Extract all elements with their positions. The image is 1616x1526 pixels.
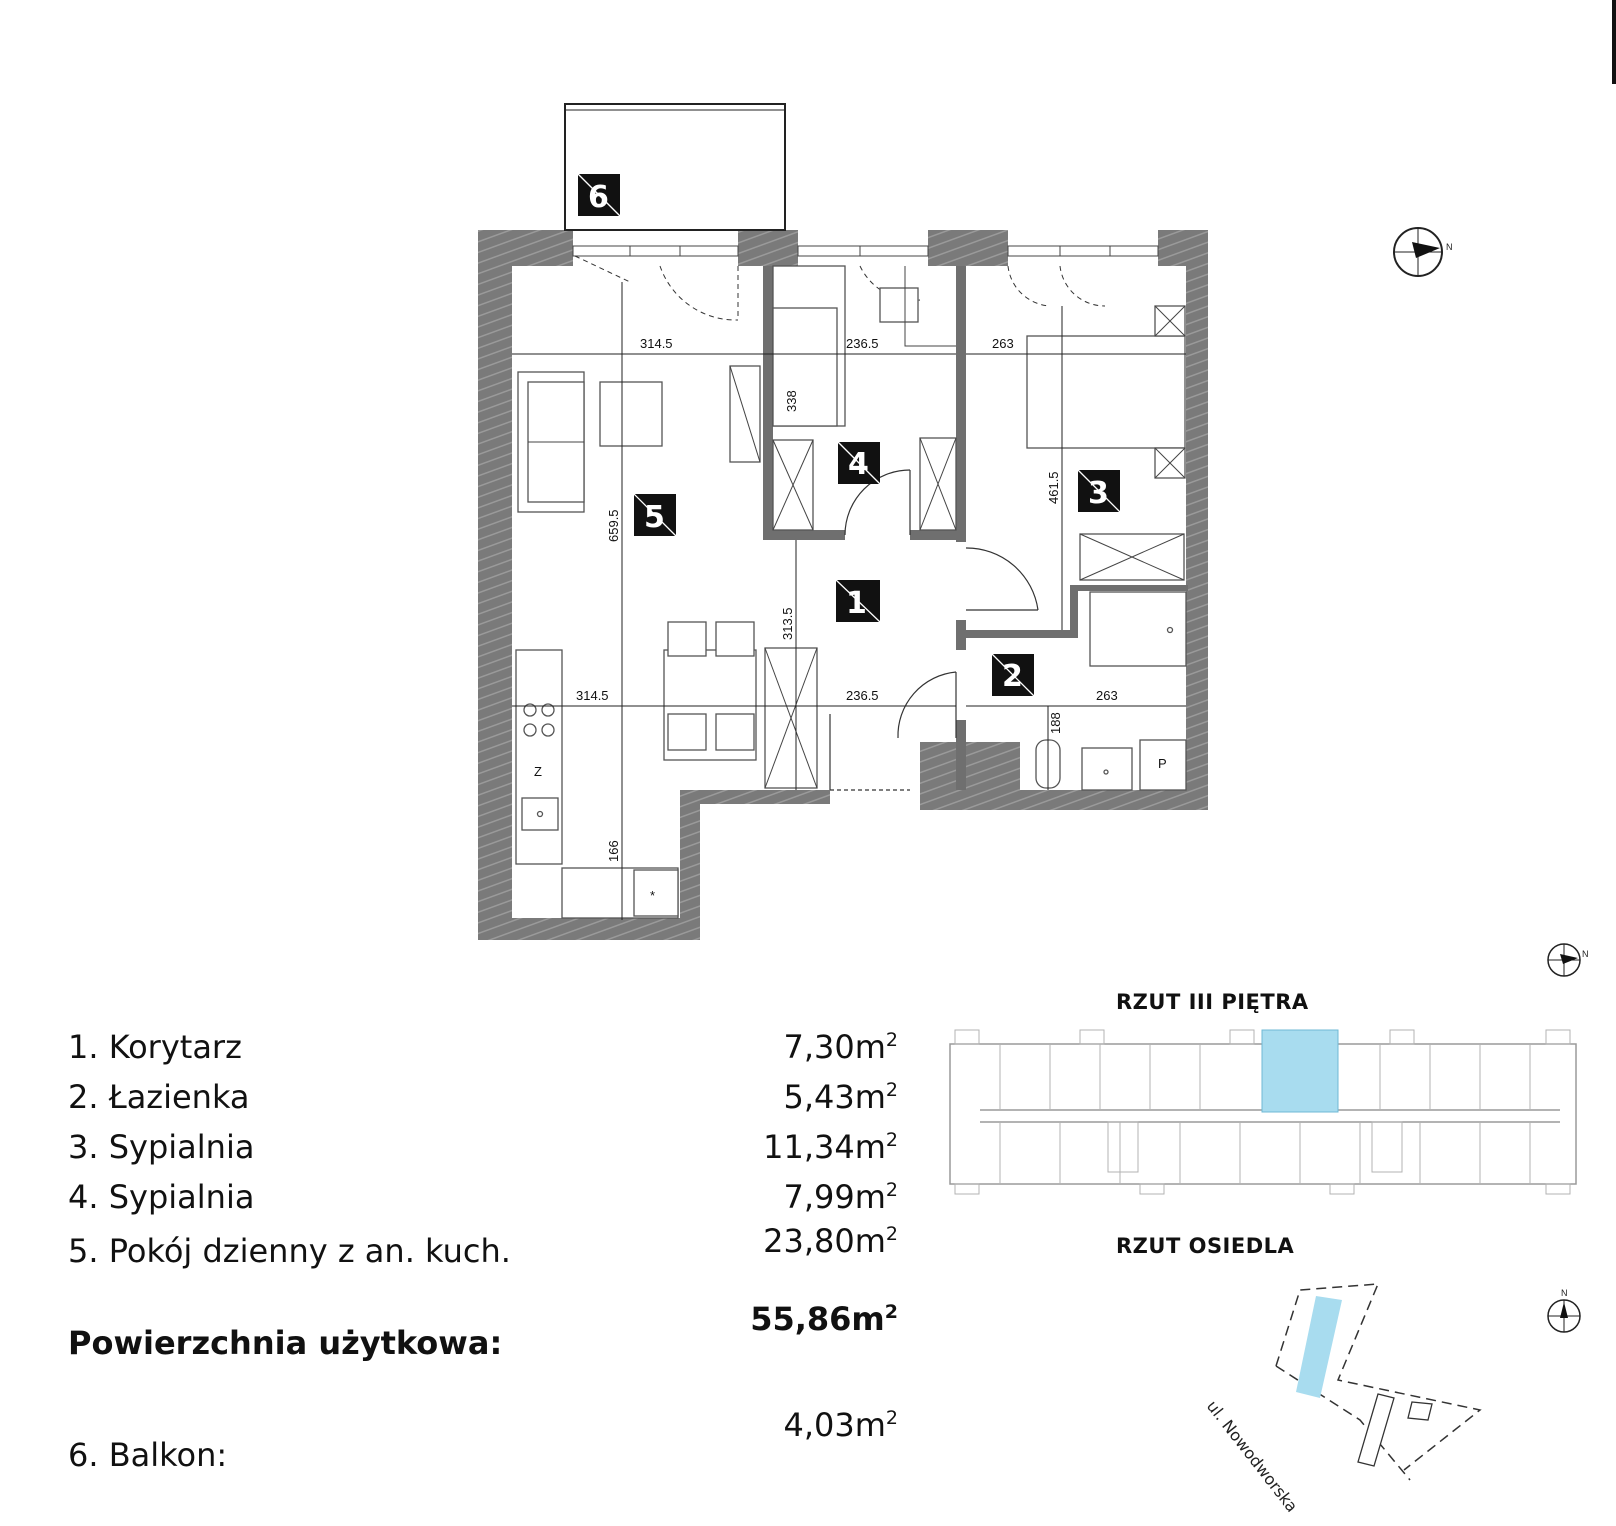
room-badges: 1 2 3 4 5 6: [577, 173, 1121, 697]
street-label: ul. Nowodworska: [1203, 1397, 1302, 1516]
balcony-area: 4,03m2: [783, 1406, 898, 1444]
room-row-3: 3. Sypialnia 11,34m2: [68, 1128, 898, 1172]
dim-label: 263: [1096, 688, 1118, 703]
svg-text:N: N: [1561, 1288, 1568, 1298]
total-row: Powierzchnia użytkowa: 55,86m2: [68, 1300, 898, 1362]
furniture: [515, 265, 1187, 919]
windows: [572, 245, 1159, 257]
balcony: [564, 103, 786, 231]
dim-label: 166: [606, 840, 621, 862]
dim-label: 236.5: [846, 688, 879, 703]
svg-text:2: 2: [1002, 659, 1023, 694]
dim-label: 659.5: [606, 509, 621, 542]
svg-text:N: N: [1446, 242, 1453, 252]
dim-label: 314.5: [576, 688, 609, 703]
dim-label: 461.5: [1046, 471, 1061, 504]
dimension-lines: [512, 282, 1186, 920]
room-area: 7,30m2: [783, 1028, 898, 1066]
interior-walls: [763, 266, 1188, 790]
room-label: 3. Sypialnia: [68, 1128, 255, 1166]
room-row-2: 2. Łazienka 5,43m2: [68, 1078, 898, 1122]
dim-label: 313.5: [780, 607, 795, 640]
room-label: 1. Korytarz: [68, 1028, 242, 1066]
svg-text:3: 3: [1088, 476, 1109, 511]
compass-icon: N: [1393, 227, 1453, 277]
room-label: 5. Pokój dzienny z an. kuch.: [68, 1232, 511, 1270]
exterior-walls: [478, 230, 1208, 940]
dim-label: 263: [992, 336, 1014, 351]
room-row-1: 1. Korytarz 7,30m2: [68, 1028, 898, 1072]
room-badge-1: 1: [835, 579, 881, 623]
total-label: Powierzchnia użytkowa:: [68, 1324, 503, 1362]
dim-label: 314.5: [640, 336, 673, 351]
dim-label: 188: [1048, 712, 1063, 734]
svg-text:6: 6: [588, 180, 609, 215]
compass-icon-site: N: [1547, 1288, 1581, 1333]
room-area: 7,99m2: [783, 1178, 898, 1216]
compass-icon-floor: N: [1547, 943, 1589, 977]
svg-text:5: 5: [644, 500, 665, 535]
room-badge-4: 4: [837, 441, 881, 485]
washer-label: P: [1158, 756, 1167, 771]
interior-doors: [829, 469, 1039, 791]
hood-label: *: [650, 888, 655, 903]
floor-map-title: RZUT III PIĘTRA: [1116, 990, 1309, 1014]
dim-label: 236.5: [846, 336, 879, 351]
site-map-title: RZUT OSIEDLA: [1116, 1234, 1295, 1258]
room-label: 4. Sypialnia: [68, 1178, 255, 1216]
room-row-4: 4. Sypialnia 7,99m2: [68, 1178, 898, 1222]
room-label: 2. Łazienka: [68, 1078, 250, 1116]
dim-label: 338: [784, 390, 799, 412]
room-area: 11,34m2: [763, 1128, 898, 1166]
room-area: 23,80m2: [763, 1222, 898, 1260]
room-badge-3: 3: [1077, 469, 1121, 513]
room-area: 5,43m2: [783, 1078, 898, 1116]
site-map: ul. Nowodworska: [1203, 1283, 1482, 1516]
svg-text:N: N: [1582, 949, 1589, 959]
dimension-labels: 314.5 236.5 263 338 659.5 461.5 313.5 31…: [576, 336, 1118, 862]
apartment-highlight: [1261, 1029, 1339, 1113]
balcony-row: 6. Balkon: 4,03m2: [68, 1406, 898, 1474]
svg-text:1: 1: [846, 586, 867, 621]
floor-map: [949, 1029, 1577, 1195]
room-row-5: 5. Pokój dzienny z an. kuch. 23,80m2: [68, 1222, 898, 1272]
balcony-label: 6. Balkon:: [68, 1436, 228, 1474]
fridge-label: Z: [534, 764, 542, 779]
room-badge-2: 2: [991, 653, 1035, 697]
building-highlight: [1296, 1296, 1342, 1398]
svg-text:4: 4: [848, 447, 869, 482]
room-badge-6: 6: [577, 173, 621, 217]
total-area: 55,86m2: [750, 1300, 898, 1338]
room-badge-5: 5: [633, 493, 677, 537]
